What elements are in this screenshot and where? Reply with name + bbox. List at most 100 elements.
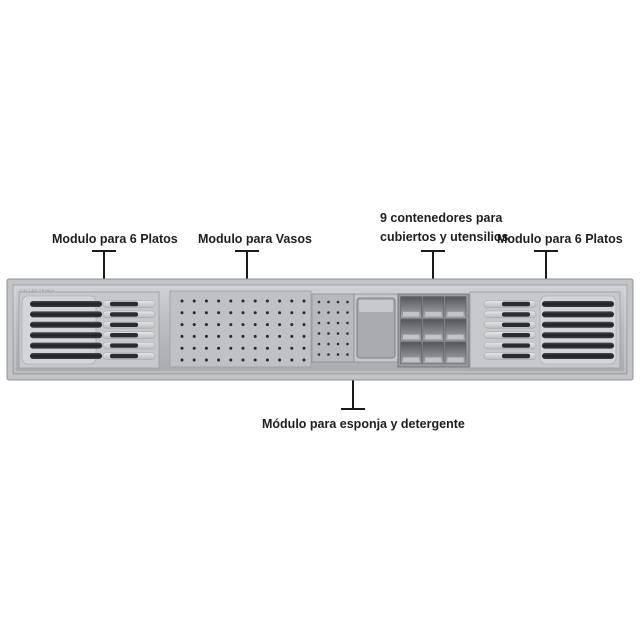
glass-hole <box>253 311 257 315</box>
glass-hole <box>180 311 184 315</box>
glasses-holes <box>180 299 306 362</box>
glasses-module <box>169 290 312 368</box>
sponge-hole <box>346 300 349 304</box>
glass-hole <box>302 299 306 303</box>
plate-slot <box>30 332 102 339</box>
glass-hole <box>265 311 269 315</box>
sponge-hole <box>336 353 340 356</box>
glass-hole <box>180 334 184 338</box>
plate-slots-right <box>542 301 614 359</box>
glass-hole <box>290 323 294 327</box>
glass-hole <box>302 346 306 350</box>
sponge-hole <box>317 332 321 335</box>
container-lip <box>425 357 442 362</box>
sponge-hole <box>327 342 330 346</box>
glass-hole <box>204 323 208 327</box>
glass-hole <box>278 334 282 338</box>
fin-gap <box>502 343 530 348</box>
sponge-hole <box>327 332 330 335</box>
glass-hole <box>302 311 306 315</box>
glass-hole <box>204 334 208 338</box>
glass-hole <box>253 346 257 350</box>
glass-hole <box>241 323 245 327</box>
sponge-hole <box>317 300 321 304</box>
label-plates-left: Modulo para 6 Platos <box>52 232 178 246</box>
glass-hole <box>229 358 233 362</box>
glass-hole <box>180 299 184 303</box>
glass-hole <box>229 311 233 315</box>
container-lip <box>447 357 464 362</box>
fin-gap <box>110 343 138 348</box>
plate-fins-right <box>483 300 537 360</box>
fin-gap <box>110 353 138 359</box>
glass-hole <box>229 334 233 338</box>
glass-hole <box>217 299 221 303</box>
sponge-detergent-module <box>311 293 399 363</box>
plate-slots-left <box>30 301 102 359</box>
glass-hole <box>265 346 269 350</box>
sponge-hole <box>336 300 340 304</box>
label-containers-line1: 9 contenedores para <box>380 211 503 225</box>
label-glasses: Modulo para Vasos <box>198 232 312 246</box>
container-lip <box>425 311 442 317</box>
plate-slot <box>542 311 614 318</box>
sponge-hole <box>317 342 321 346</box>
plate-module-left <box>18 291 160 369</box>
fin-gap <box>110 333 138 338</box>
glass-hole <box>265 299 269 303</box>
plate-slot <box>30 342 102 349</box>
glass-hole <box>265 323 269 327</box>
glass-hole <box>290 299 294 303</box>
glass-hole <box>253 299 257 303</box>
sponge-hole <box>317 353 321 356</box>
sponge-drain-holes <box>317 300 349 356</box>
glass-hole <box>302 358 306 362</box>
leader-sponge <box>341 375 365 410</box>
glass-hole <box>229 346 233 350</box>
fin-gap <box>502 322 530 327</box>
glass-hole <box>241 299 245 303</box>
glass-hole <box>192 323 196 327</box>
glass-hole <box>229 323 233 327</box>
glass-hole <box>290 334 294 338</box>
glass-hole <box>278 311 282 315</box>
glass-hole <box>253 334 257 338</box>
leader-plates-left <box>92 250 116 279</box>
plate-slot <box>542 342 614 349</box>
plate-slot <box>542 301 614 307</box>
sponge-hole <box>336 332 340 335</box>
utensil-containers <box>397 293 470 368</box>
fin-gap <box>502 301 530 307</box>
glass-hole <box>180 323 184 327</box>
container-lip <box>447 311 464 317</box>
plate-slot <box>30 353 102 359</box>
glass-hole <box>241 311 245 315</box>
sponge-hole <box>327 321 330 325</box>
glass-hole <box>241 346 245 350</box>
leader-glasses <box>235 250 259 279</box>
glass-hole <box>180 358 184 362</box>
plate-fins-left <box>102 300 156 360</box>
sponge-hole <box>317 321 321 325</box>
glass-hole <box>302 334 306 338</box>
glass-hole <box>302 323 306 327</box>
plate-slot <box>542 353 614 359</box>
glass-hole <box>290 311 294 315</box>
container-lip <box>403 311 420 317</box>
sponge-hole <box>336 311 340 314</box>
label-plates-right: Modulo para 6 Platos <box>497 232 623 246</box>
glass-hole <box>278 299 282 303</box>
sponge-hole <box>327 311 330 314</box>
glass-hole <box>278 346 282 350</box>
glass-hole <box>217 334 221 338</box>
container-lip <box>403 357 420 362</box>
fin-gap <box>502 353 530 359</box>
sponge-hole <box>346 353 349 356</box>
label-containers-line2: cubiertos y utensilios <box>380 230 509 244</box>
sponge-hole <box>317 311 321 314</box>
glass-hole <box>278 358 282 362</box>
glass-hole <box>241 334 245 338</box>
glass-hole <box>192 358 196 362</box>
sponge-hole <box>336 342 340 346</box>
